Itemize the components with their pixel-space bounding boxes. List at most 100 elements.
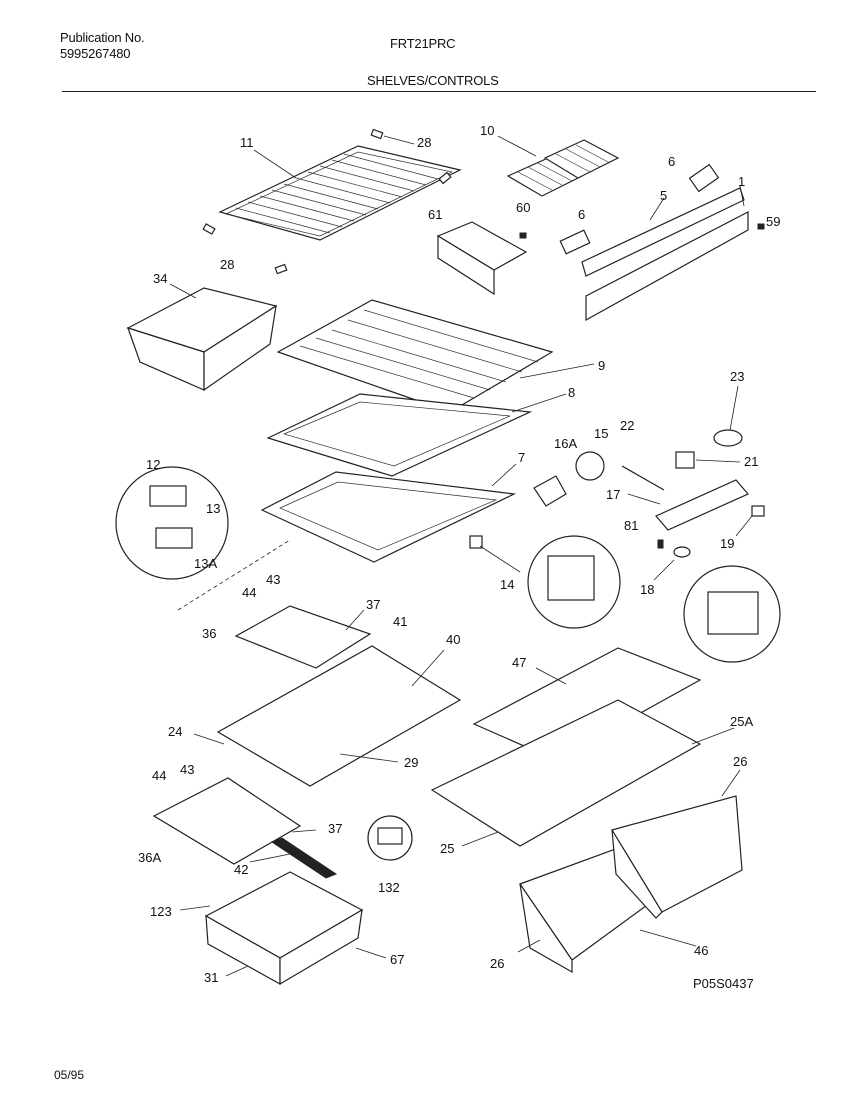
part-43-glass — [234, 605, 372, 669]
part-11-wire-shelf — [218, 145, 462, 241]
callout-1: 1 — [738, 174, 745, 189]
part-22-rod — [621, 465, 665, 491]
callout-14: 14 — [500, 577, 514, 592]
callout-25: 25 — [440, 841, 454, 856]
part-28-shelf-stud — [370, 128, 384, 140]
callout-5: 5 — [660, 188, 667, 203]
callout-31: 31 — [204, 970, 218, 985]
part-15-bulb — [575, 451, 605, 481]
callout-81: 81 — [624, 518, 638, 533]
callout-9: 9 — [598, 358, 605, 373]
callout-59: 59 — [766, 214, 780, 229]
callout-47: 47 — [512, 655, 526, 670]
detail-132 — [367, 815, 413, 861]
callout-44b: 44 — [152, 768, 166, 783]
callout-12: 12 — [146, 457, 160, 472]
callout-19: 19 — [720, 536, 734, 551]
callout-21: 21 — [744, 454, 758, 469]
callout-44: 44 — [242, 585, 256, 600]
part-10-ice-trays — [506, 139, 620, 197]
date-code: 05/95 — [54, 1068, 85, 1082]
callout-60: 60 — [516, 200, 530, 215]
callout-132: 132 — [378, 880, 400, 895]
callout-43b: 43 — [180, 762, 194, 777]
callout-10: 10 — [480, 123, 494, 138]
section-title: SHELVES/CONTROLS — [367, 73, 499, 88]
part-28-shelf-stud — [274, 263, 288, 275]
callout-11: 11 — [240, 135, 254, 150]
callout-18: 18 — [640, 582, 654, 597]
detail-19 — [683, 565, 781, 663]
part-60-screw — [519, 232, 527, 239]
part-61-bracket — [436, 221, 528, 296]
callout-25a: 25A — [730, 714, 753, 729]
model-number: FRT21PRC — [390, 36, 456, 51]
part-28-shelf-stud — [438, 171, 452, 185]
callout-22: 22 — [620, 418, 634, 433]
part-28-shelf-stud — [202, 223, 216, 235]
drawing-id: P05S0437 — [693, 976, 754, 991]
part-5-trim — [581, 187, 749, 322]
detail-leader — [177, 539, 291, 611]
header-rule — [62, 91, 816, 92]
detail-12-13 — [115, 466, 229, 580]
part-23-control — [713, 429, 743, 447]
callout-16a: 16A — [554, 436, 577, 451]
callout-41: 41 — [393, 614, 407, 629]
callout-61: 61 — [428, 207, 442, 222]
part-26-crisper-drawer — [611, 795, 743, 919]
part-14-damper — [469, 535, 483, 549]
part-59-screw — [757, 223, 765, 230]
part-34-pan — [126, 287, 278, 392]
part-40-shelf — [216, 645, 462, 787]
callout-6: 6 — [668, 154, 675, 169]
callout-36: 36 — [202, 626, 216, 641]
callout-13a: 13A — [194, 556, 217, 571]
callout-26b: 26 — [490, 956, 504, 971]
part-43-glass-lower — [152, 777, 302, 865]
callout-26: 26 — [733, 754, 747, 769]
callout-15: 15 — [594, 426, 608, 441]
callout-37b: 37 — [328, 821, 342, 836]
part-8-frame — [266, 393, 533, 477]
part-18-washer — [673, 546, 691, 558]
publication-label: Publication No. — [60, 30, 145, 45]
callout-labels: 11 28 10 6 60 61 6 5 1 59 28 34 9 8 23 1… — [138, 123, 780, 985]
part-7-frame — [260, 471, 517, 563]
callout-123: 123 — [150, 904, 172, 919]
part-6-clip — [559, 229, 591, 255]
part-81-screw — [657, 539, 664, 549]
part-16a-socket — [533, 475, 567, 507]
part-37-trim — [270, 837, 338, 879]
part-19-switch — [751, 505, 765, 517]
callout-37: 37 — [366, 597, 380, 612]
callout-17: 17 — [606, 487, 620, 502]
publication-number: 5995267480 — [60, 46, 131, 61]
callout-34: 34 — [153, 271, 167, 286]
callout-28: 28 — [417, 135, 431, 150]
callout-43: 43 — [266, 572, 280, 587]
part-9-shelf — [276, 299, 554, 413]
callout-36a: 36A — [138, 850, 161, 865]
detail-14 — [469, 535, 621, 629]
callout-28b: 28 — [220, 257, 234, 272]
part-21-knob — [675, 451, 695, 469]
part-6-clip — [688, 163, 720, 193]
part-17-housing — [655, 479, 749, 531]
callout-29: 29 — [404, 755, 418, 770]
callout-8: 8 — [568, 385, 575, 400]
callout-6b: 6 — [578, 207, 585, 222]
callout-42: 42 — [234, 862, 248, 877]
callout-67: 67 — [390, 952, 404, 967]
callout-40: 40 — [446, 632, 460, 647]
callout-24: 24 — [168, 724, 182, 739]
callout-7: 7 — [518, 450, 525, 465]
part-31-drawer — [204, 871, 364, 986]
callout-13: 13 — [206, 501, 220, 516]
callout-leaders — [169, 135, 753, 977]
callout-23: 23 — [730, 369, 744, 384]
callout-46: 46 — [694, 943, 708, 958]
part-25-frame — [430, 699, 702, 847]
